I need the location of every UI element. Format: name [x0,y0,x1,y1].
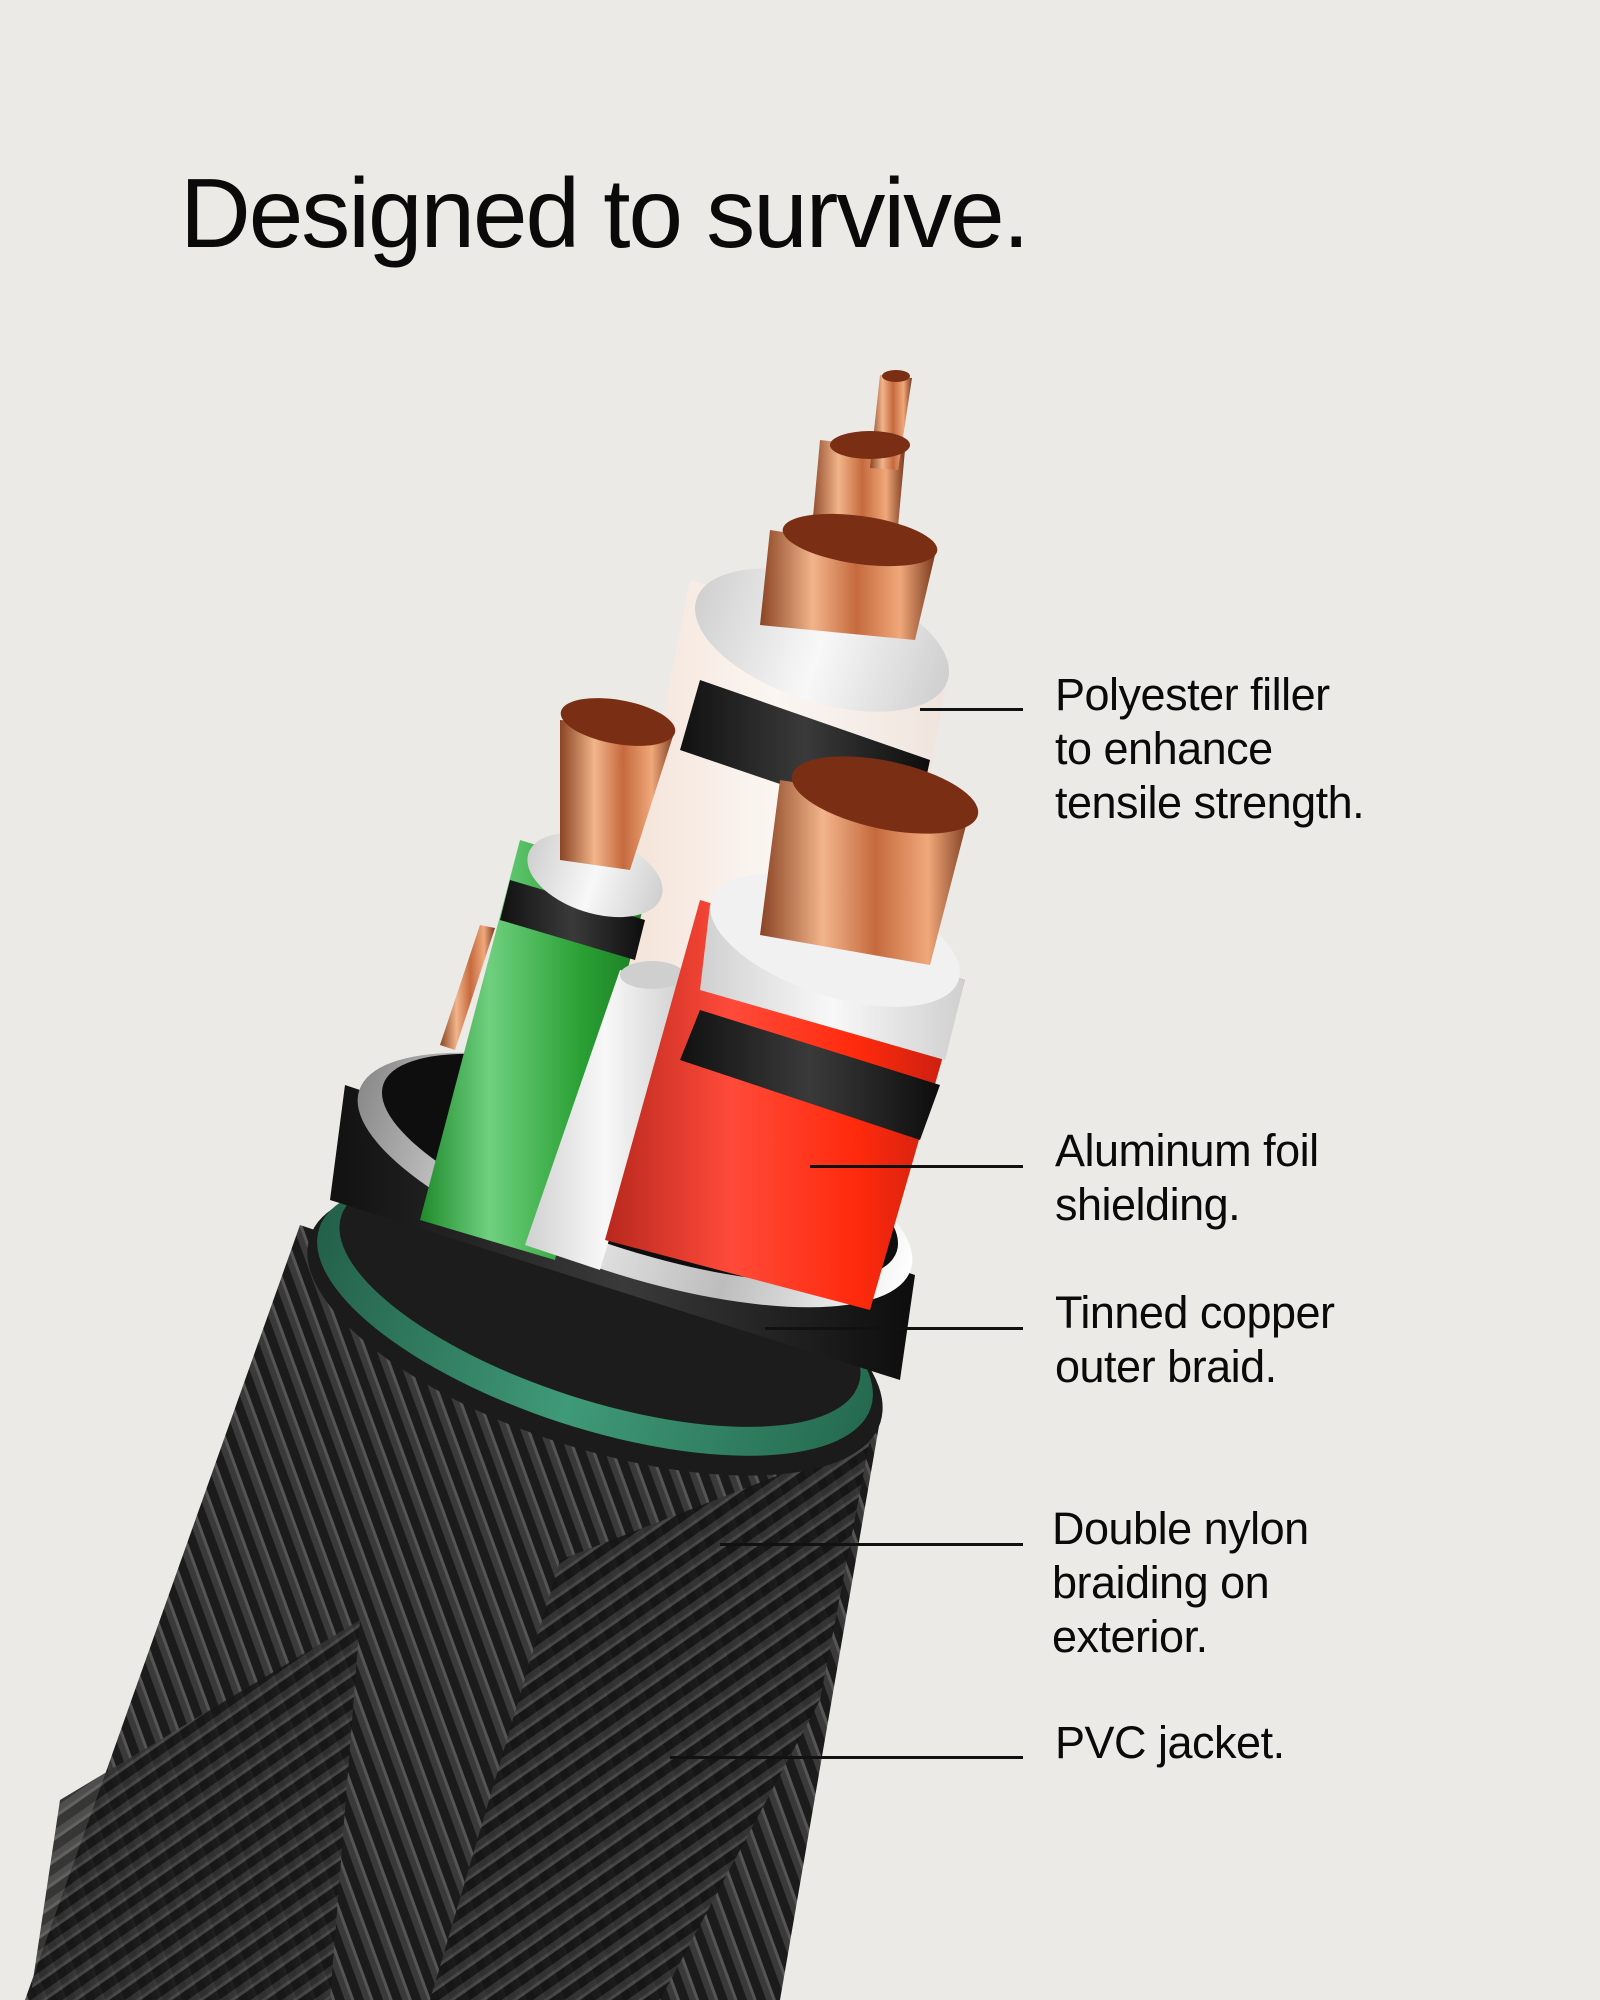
callout-line: outer braid. [1055,1341,1277,1392]
callout-line: braiding on [1052,1557,1270,1608]
callout-line: shielding. [1055,1179,1241,1230]
page-title: Designed to survive. [180,158,1030,268]
leader-line-tinned-copper-braid [765,1327,1023,1330]
callout-pvc-jacket: PVC jacket. [1055,1716,1285,1770]
callout-line: PVC jacket. [1055,1717,1285,1768]
leader-line-pvc-jacket [670,1756,1023,1759]
callout-line: tensile strength. [1055,777,1365,828]
callout-polyester-filler: Polyester filler to enhance tensile stre… [1055,668,1365,830]
callout-double-nylon-braiding: Double nylon braiding on exterior. [1052,1502,1309,1664]
leader-line-double-nylon-braiding [720,1543,1023,1546]
callout-line: Aluminum foil [1055,1125,1319,1176]
leader-line-polyester-filler [920,708,1023,711]
callout-line: to enhance [1055,723,1273,774]
callout-aluminum-foil: Aluminum foil shielding. [1055,1124,1319,1232]
callout-line: Double nylon [1052,1503,1309,1554]
callout-line: Polyester filler [1055,669,1330,720]
callout-tinned-copper-braid: Tinned copper outer braid. [1055,1286,1335,1394]
callout-line: exterior. [1052,1611,1208,1662]
callout-line: Tinned copper [1055,1287,1335,1338]
leader-line-aluminum-foil [810,1165,1023,1168]
